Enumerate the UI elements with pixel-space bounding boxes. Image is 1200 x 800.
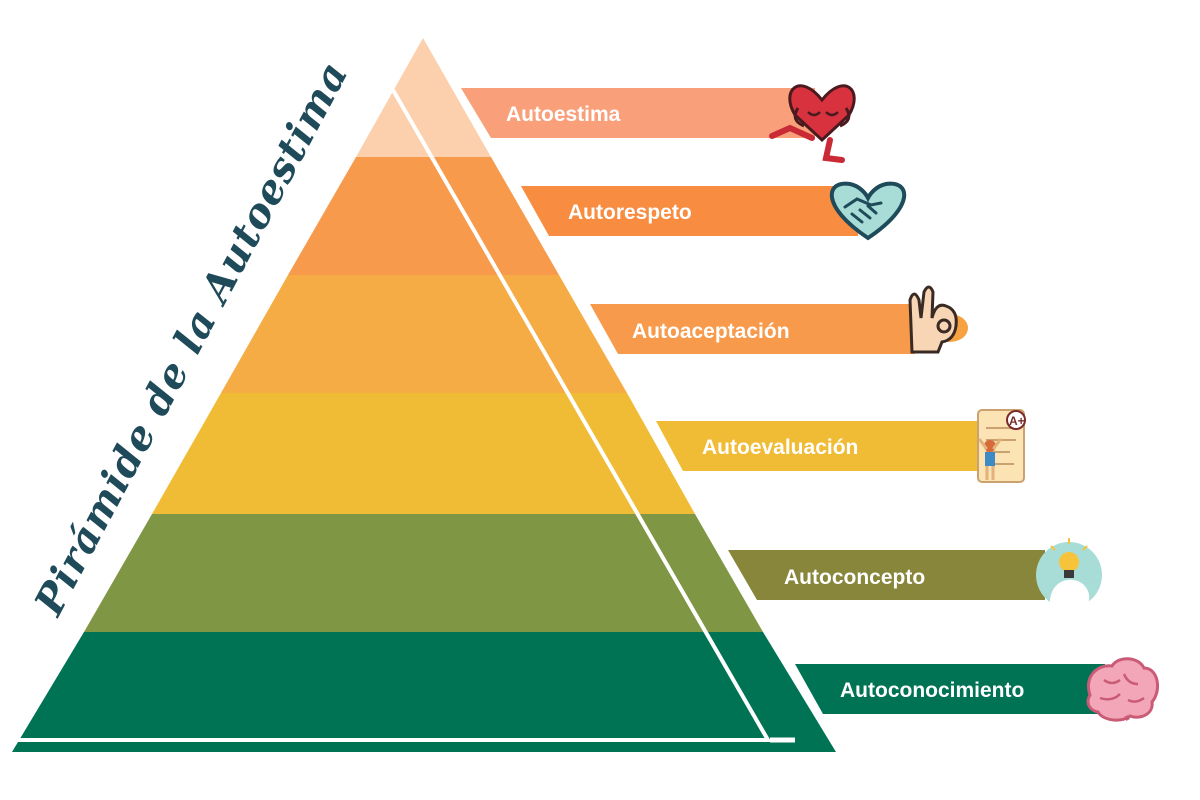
- brain-icon: [1086, 657, 1160, 722]
- label-bands: Autoestima Autorespeto Autoaceptación Au…: [461, 88, 1105, 714]
- level-label: Autorespeto: [568, 201, 692, 224]
- graded-paper-icon: A+: [977, 409, 1026, 483]
- outline-accent: [12, 89, 795, 743]
- level-label: Autoconcepto: [784, 566, 925, 589]
- band-shape: [728, 550, 1045, 600]
- pyramid-layer-autoconocimiento: [12, 632, 836, 752]
- heart-hug-icon: [769, 84, 856, 163]
- level-label: Autoconocimiento: [840, 679, 1024, 702]
- band-shape: [521, 186, 858, 236]
- pyramid-layer-autorespeto: [288, 157, 559, 275]
- band-autoconocimiento: Autoconocimiento: [795, 664, 1105, 714]
- band-autoaceptacion: Autoaceptación: [590, 304, 915, 354]
- band-shape: [590, 304, 915, 354]
- outline-line: [12, 89, 772, 742]
- band-autoconcepto: Autoconcepto: [728, 550, 1045, 600]
- pyramid: [12, 38, 836, 752]
- band-shape: [461, 88, 815, 138]
- svg-text:A+: A+: [1009, 414, 1025, 428]
- band-shape: [656, 421, 985, 471]
- band-autoestima: Autoestima: [461, 88, 815, 138]
- ok-hand-icon: [908, 285, 968, 354]
- level-label: Autoevaluación: [702, 436, 858, 459]
- level-label: Autoaceptación: [632, 320, 790, 343]
- band-shape: [795, 664, 1105, 714]
- level-label: Autoestima: [506, 103, 621, 126]
- pyramid-layer-autoconcepto: [84, 514, 763, 632]
- pyramid-layer-autoaceptacion: [221, 275, 627, 393]
- band-autorespeto: Autorespeto: [521, 186, 858, 236]
- lightbulb-head-icon: [1036, 538, 1102, 608]
- band-autoevaluacion: Autoevaluación: [656, 421, 985, 471]
- pyramid-layer-autoestima: [356, 38, 491, 157]
- pyramid-layer-autoevaluacion: [152, 393, 695, 514]
- handshake-heart-icon: [829, 181, 907, 241]
